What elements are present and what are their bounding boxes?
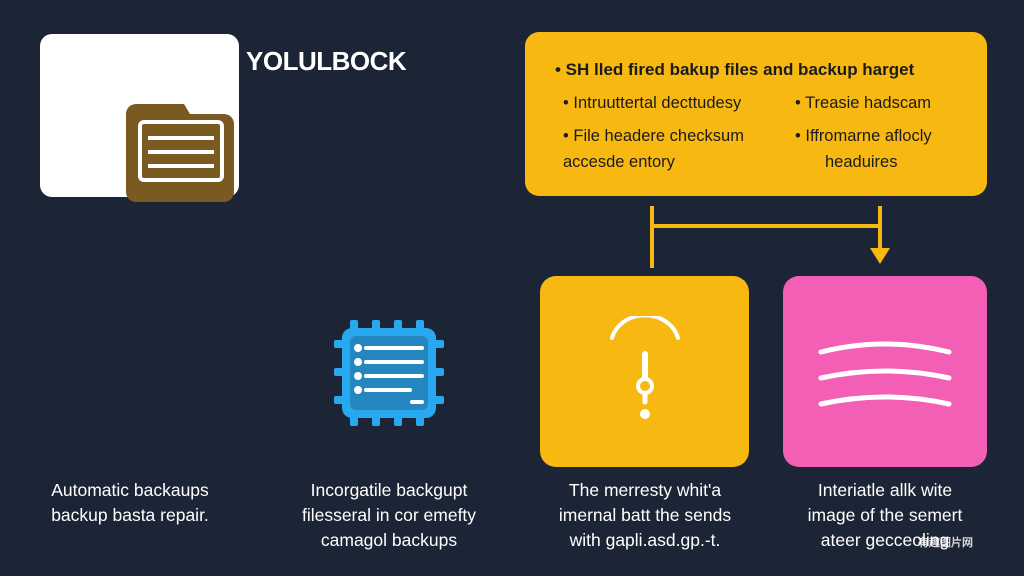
app-title: YOLULBOCK bbox=[246, 46, 407, 76]
caption-incorgatile: Incorgatile backgupt filesseral in cor e… bbox=[275, 478, 503, 553]
info-heading: • SH lled fired bakup files and backup h… bbox=[555, 60, 915, 79]
caption-line: Automatic backaups bbox=[51, 480, 209, 500]
caption-line: camagol backups bbox=[320, 530, 458, 550]
caption-line: Interiatle allk wite bbox=[817, 480, 953, 500]
caption-line: filesseral in cor emefty bbox=[301, 505, 477, 525]
probe-card bbox=[540, 276, 749, 467]
caption-automatic-backups: Automatic backaups backup basta repair. bbox=[20, 478, 240, 528]
info-bullet-line: accesde entory bbox=[563, 153, 675, 171]
info-bullet: • Treasie hadscam bbox=[795, 90, 931, 116]
caption-line: Incorgatile backgupt bbox=[310, 480, 468, 500]
caption-line: The merresty whit'a bbox=[568, 480, 722, 500]
connector-arrow bbox=[650, 206, 890, 268]
caption-line: backup basta repair. bbox=[51, 505, 209, 525]
arrowhead-icon bbox=[870, 248, 890, 264]
info-bullet-line: • Treasie hadscam bbox=[795, 94, 932, 112]
caption-merresty: The merresty whit'a imernal batt the sen… bbox=[535, 478, 755, 553]
waves-card bbox=[783, 276, 987, 467]
caption-interiatle: Interiatle allk wite image of the semert… bbox=[778, 478, 992, 553]
probe-signal-icon bbox=[610, 316, 680, 419]
logo-card bbox=[40, 34, 239, 202]
info-bullet-line: • File headere checksum bbox=[563, 127, 744, 145]
info-bullet-line: • Intruuttertal decttudesy bbox=[563, 94, 742, 112]
watermark: 有趣图片网 bbox=[918, 537, 973, 549]
info-bullet-line: headuires bbox=[825, 153, 898, 171]
folder-document-icon bbox=[126, 104, 234, 202]
caption-line: with gapli.asd.gp.-t. bbox=[569, 530, 721, 550]
caption-line: imernal batt the sends bbox=[558, 505, 732, 525]
info-panel: • SH lled fired bakup files and backup h… bbox=[525, 32, 987, 196]
info-bullet: • File headere checksum accesde entory bbox=[563, 123, 744, 175]
info-bullet: • Intruuttertal decttudesy bbox=[563, 90, 741, 116]
chip-list-icon bbox=[334, 320, 444, 426]
info-bullet-line: • Iffromarne aflocly bbox=[795, 127, 932, 145]
info-bullet: • Iffromarne aflocly headuires bbox=[795, 123, 932, 175]
caption-line: image of the semert bbox=[807, 505, 963, 525]
waves-icon bbox=[818, 341, 952, 407]
caption-line: ateer gecceoling bbox=[820, 530, 950, 550]
